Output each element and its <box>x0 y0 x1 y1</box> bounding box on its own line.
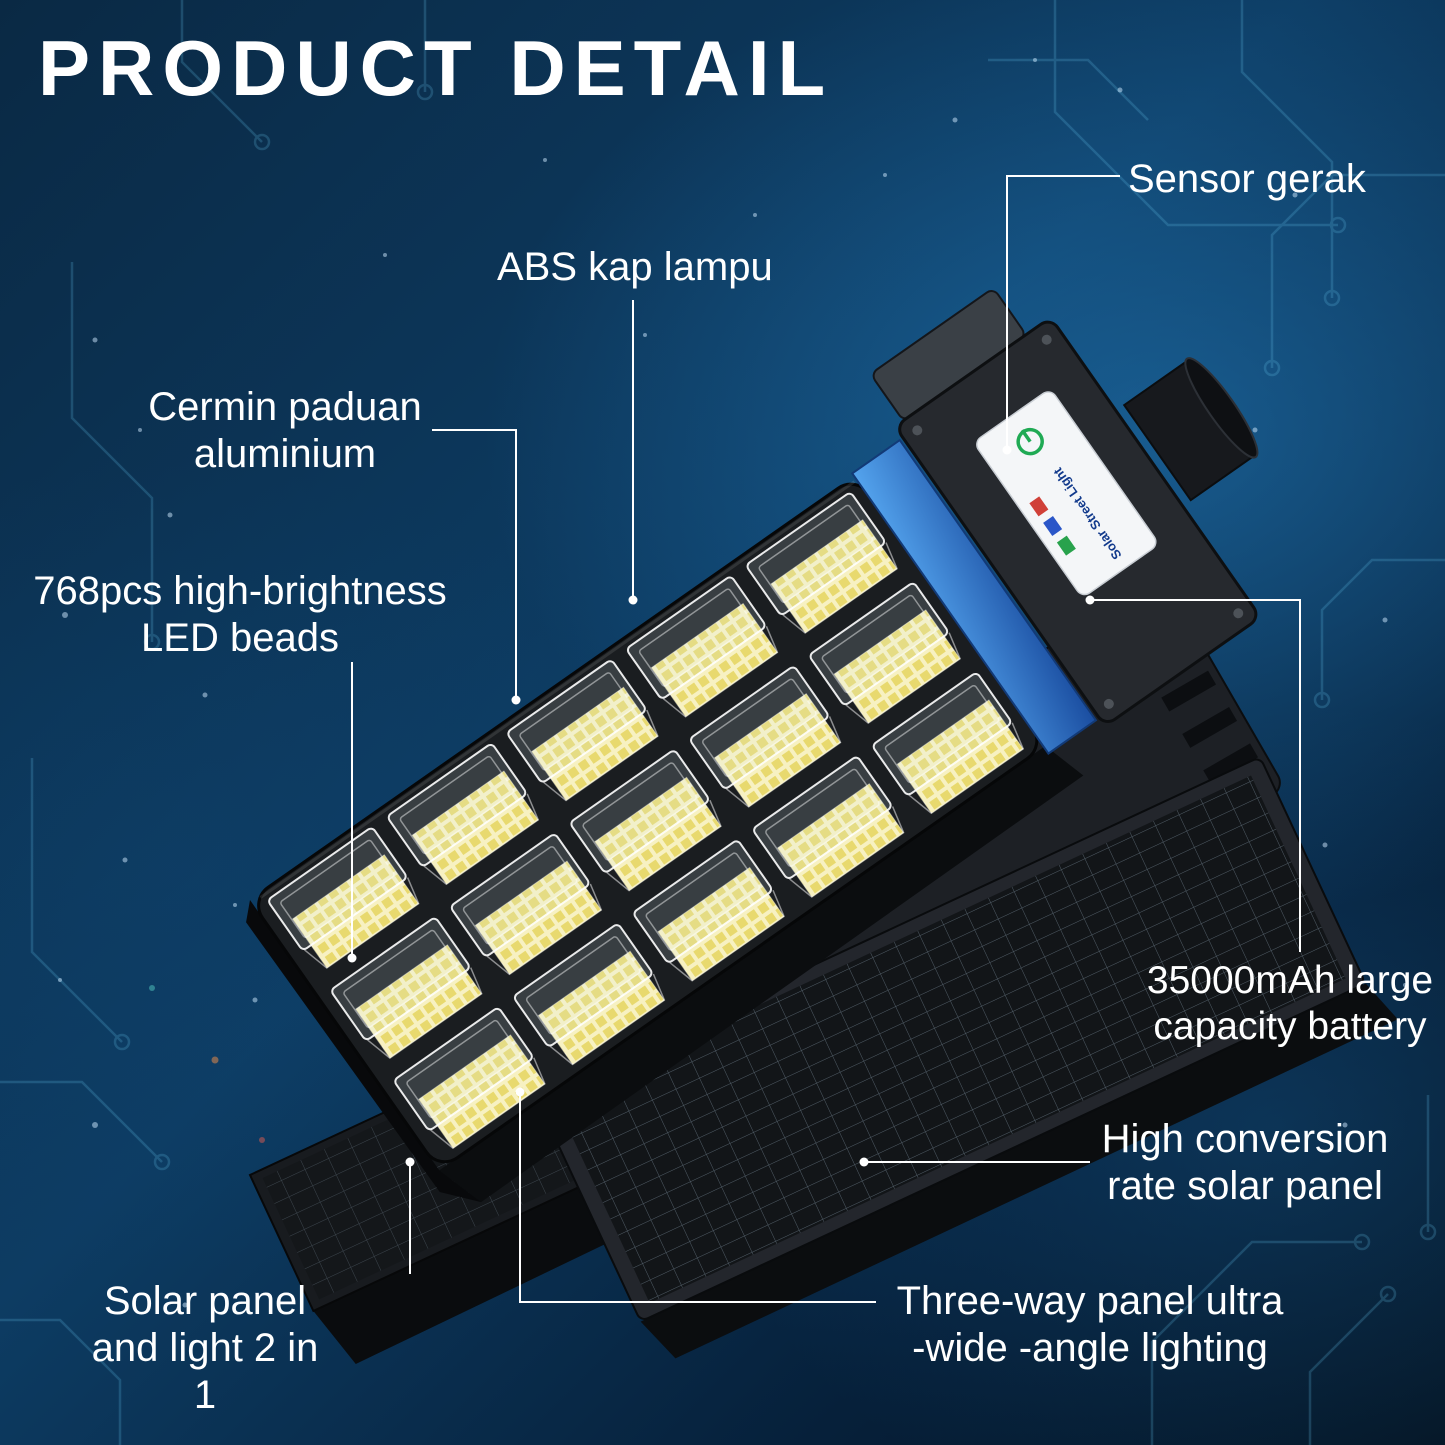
callout-led-beads: 768pcs high-brightness LED beads <box>33 569 447 661</box>
page-title: PRODUCT DETAIL <box>38 24 834 112</box>
callout-dots <box>347 445 1095 1167</box>
callout-solar-panel: High conversion rate solar panel <box>1101 1117 1389 1209</box>
callout-two-in-one: Solar panel and light 2 in 1 <box>91 1279 319 1418</box>
battery-band <box>850 438 1098 755</box>
callout-lines <box>351 175 1301 1303</box>
bokeh-dots <box>58 58 1407 1308</box>
control-label: Solar Street Light <box>976 391 1157 596</box>
callout-battery: 35000mAh large capacity battery <box>1146 959 1434 1049</box>
lamp-side <box>439 745 1084 1203</box>
callout-cermin-paduan: Cermin paduan aluminium <box>148 385 422 477</box>
lamp-assembly: Solar Street Light <box>246 290 1259 1203</box>
callout-line-battery <box>1090 599 1301 952</box>
callout-three-way: Three-way panel ultra -wide -angle light… <box>896 1279 1284 1371</box>
callout-line-mirror <box>432 429 517 700</box>
callout-line-sensor <box>1006 175 1120 450</box>
callout-sensor-gerak: Sensor gerak <box>1128 157 1366 201</box>
callout-abs-kap-lampu: ABS kap lampu <box>497 245 773 289</box>
solar-panel-large <box>536 758 1398 1359</box>
mount-stub-cap <box>1184 357 1259 459</box>
power-icon <box>1016 427 1044 456</box>
callout-line-threeway <box>519 1092 876 1303</box>
